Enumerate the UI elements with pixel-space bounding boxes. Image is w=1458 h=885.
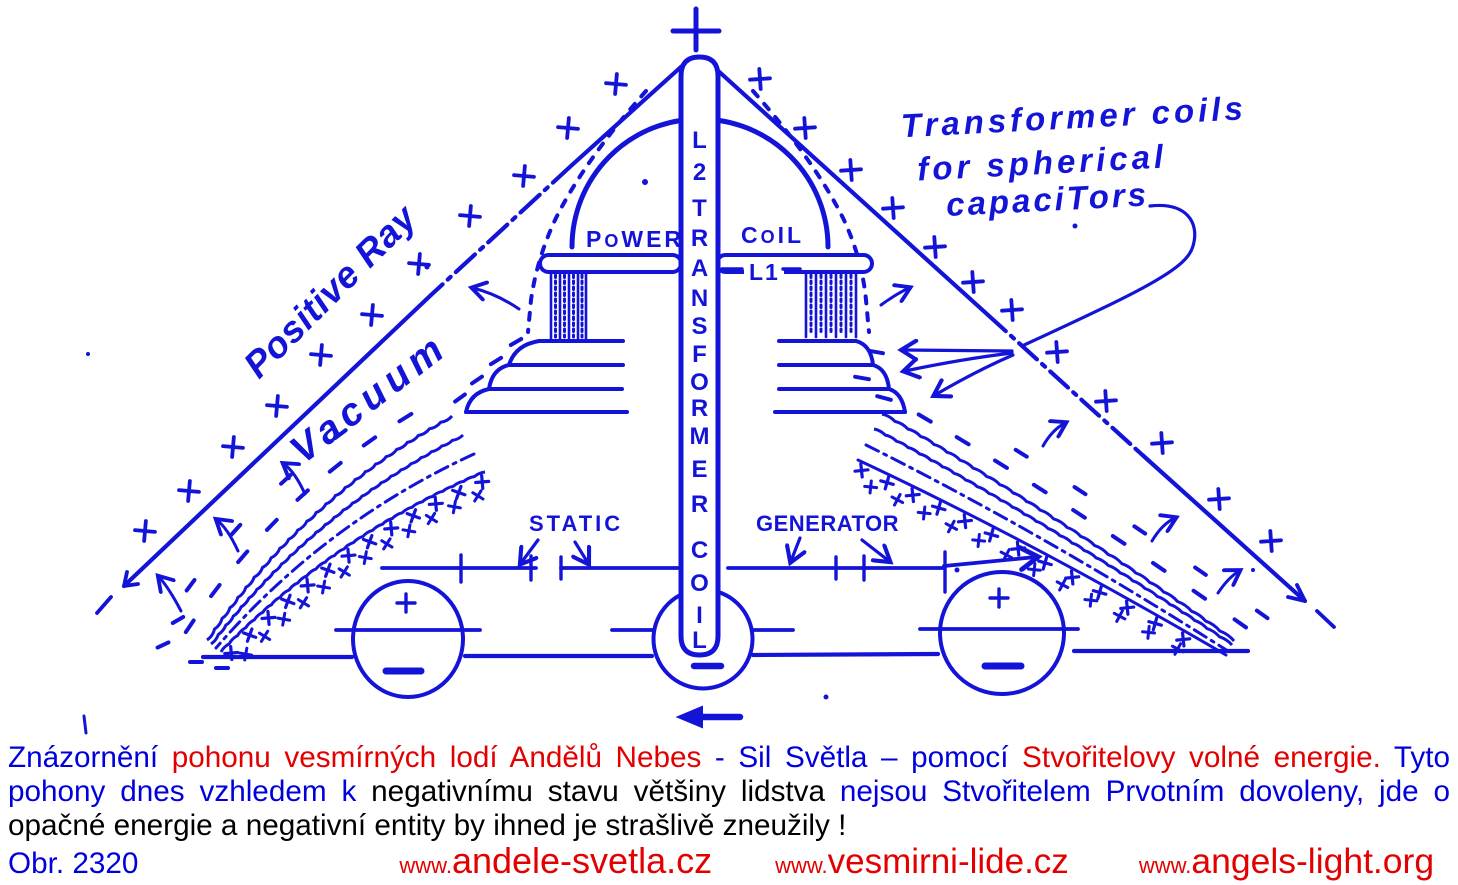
svg-text:2: 2: [693, 159, 706, 186]
svg-text:S: S: [691, 313, 707, 340]
svg-text:C: C: [691, 537, 708, 564]
svg-text:R: R: [691, 491, 708, 518]
svg-text:F: F: [692, 341, 707, 368]
svg-text:STATIC: STATIC: [529, 511, 623, 536]
svg-text:Transformer coils: Transformer coils: [900, 89, 1248, 144]
svg-text:L: L: [692, 627, 707, 654]
svg-text:E: E: [691, 456, 707, 483]
svg-text:M: M: [690, 423, 710, 450]
svg-text:N: N: [691, 285, 708, 312]
svg-text:L: L: [692, 127, 707, 154]
svg-text:Vacuum: Vacuum: [282, 325, 456, 473]
svg-text:O: O: [690, 369, 709, 396]
svg-text:POWER: POWER: [586, 226, 684, 252]
svg-text:A: A: [691, 255, 708, 282]
svg-text:L1: L1: [749, 259, 780, 285]
svg-text:R: R: [691, 395, 708, 422]
svg-text:COIL: COIL: [741, 222, 804, 248]
svg-text:I: I: [696, 602, 703, 629]
svg-text:GENERATOR: GENERATOR: [756, 511, 899, 536]
svg-text:O: O: [690, 570, 709, 597]
svg-text:T: T: [692, 195, 707, 222]
svg-text:R: R: [691, 225, 708, 252]
